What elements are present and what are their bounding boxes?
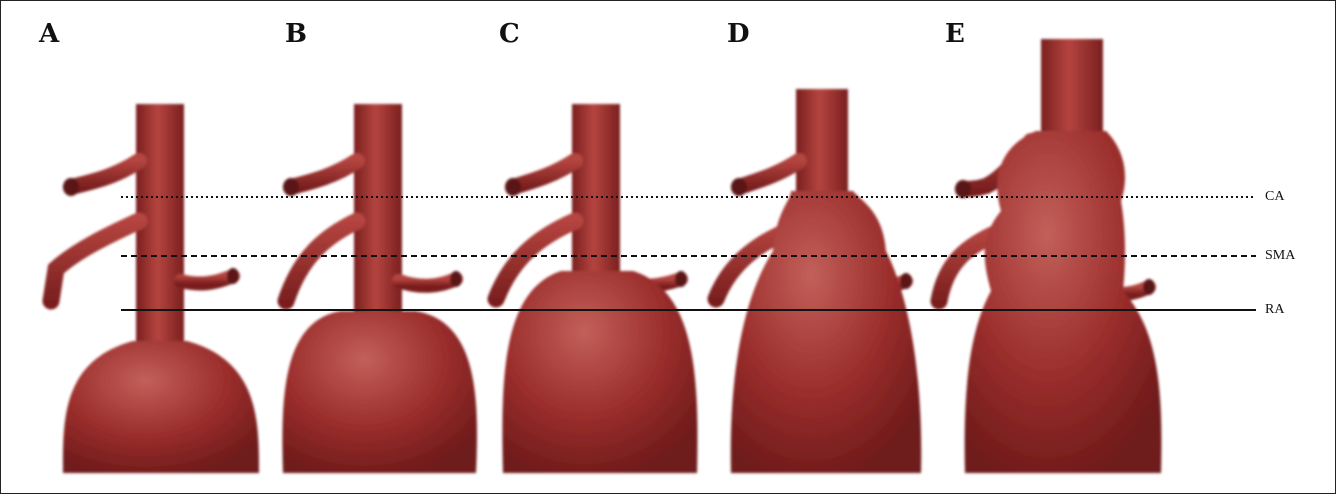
panel-c-aorta xyxy=(496,104,697,473)
panel-label-b: B xyxy=(285,21,307,47)
panel-label-c: C xyxy=(499,21,520,47)
panel-a-aorta xyxy=(51,104,259,473)
sma-level-label: SMA xyxy=(1265,249,1295,263)
ca-level-label: CA xyxy=(1265,190,1284,204)
panel-label-d: D xyxy=(727,21,750,47)
panel-label-a: A xyxy=(39,21,59,47)
panel-label-e: E xyxy=(945,21,965,47)
panel-d-aorta xyxy=(716,89,921,473)
ra-level-label: RA xyxy=(1265,303,1284,317)
panel-b-aorta xyxy=(282,104,477,473)
